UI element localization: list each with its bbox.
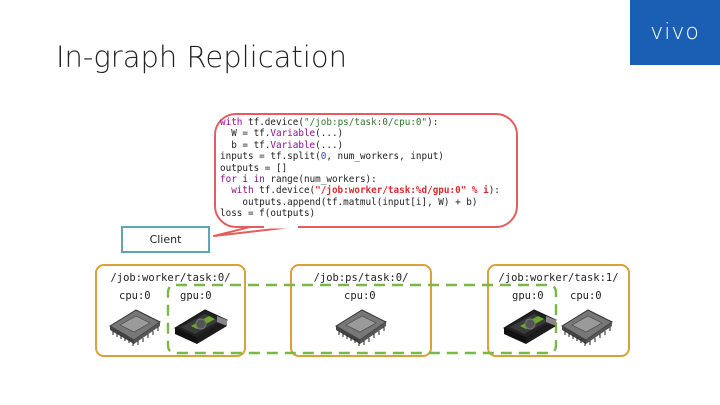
code-token: loss = f(outputs) [220, 208, 316, 220]
code-token: outputs.append(tf.matmul(input[i], W) + … [220, 196, 478, 208]
code-line: b = tf.Variable(...) [220, 140, 500, 151]
code-token: b = tf. [220, 139, 271, 151]
code-token: Variable [270, 139, 316, 151]
worker0-gpu-label: gpu:0 [180, 290, 212, 302]
worker0-cpu-label: cpu:0 [119, 290, 151, 302]
worker1-cpu-label: cpu:0 [570, 290, 602, 302]
job-label: /job:worker/task:1/ [498, 272, 619, 284]
code-token: 0 [320, 151, 327, 163]
code-token: Variable [270, 128, 316, 140]
ps0-cpu-icon [335, 309, 387, 347]
code-token: i [242, 174, 254, 186]
code-token: for [220, 174, 243, 186]
code-line: with tf.device("/job:worker/task:%d/gpu:… [220, 185, 500, 196]
code-token: in [253, 174, 271, 186]
code-token: (...) [315, 128, 344, 140]
code-token: with [220, 185, 260, 197]
code-line: inputs = tf.split(0, num_workers, input) [220, 151, 500, 162]
code-token: (...) [315, 139, 344, 151]
worker0-cpu-icon [109, 309, 161, 347]
code-line: with tf.device("/job:ps/task:0/cpu:0"): [220, 117, 500, 128]
code-token: with [220, 117, 248, 128]
code-token: inputs = tf.split( [220, 151, 321, 163]
logo-text: vivo [650, 20, 700, 45]
worker0-gpu-icon [174, 309, 228, 345]
client-box: Client [121, 226, 210, 253]
code-bubble [214, 113, 518, 228]
code-line: W = tf.Variable(...) [220, 128, 500, 139]
job-label: /job:worker/task:0/ [110, 272, 231, 284]
code-token: ): [488, 185, 500, 197]
worker1-cpu-icon [561, 309, 613, 347]
code-token: tf.device( [259, 185, 316, 197]
code-token: "/job:worker/task:%d/gpu:0" % i [315, 185, 489, 197]
code-token: outputs = [] [220, 162, 288, 174]
vivo-logo: vivo [630, 0, 720, 65]
ps0-cpu-label: cpu:0 [344, 290, 376, 302]
code-block: with tf.device("/job:ps/task:0/cpu:0"): … [220, 117, 500, 220]
code-token: ): [427, 117, 439, 128]
job-label: /job:ps/task:0/ [313, 272, 409, 284]
code-line: outputs.append(tf.matmul(input[i], W) + … [220, 197, 500, 208]
job-worker-task-1: /job:worker/task:1/ [487, 264, 630, 357]
code-token: range(num_workers): [270, 174, 377, 186]
slide-title: In-graph Replication [56, 40, 347, 74]
code-token: , num_workers, input) [326, 151, 444, 163]
job-worker-task-0: /job:worker/task:0/ [95, 264, 246, 357]
code-token: "/job:ps/task:0/cpu:0" [303, 117, 428, 128]
code-token: tf.device( [248, 117, 304, 128]
code-line: outputs = [] [220, 163, 500, 174]
client-label: Client [149, 233, 182, 246]
worker1-gpu-label: gpu:0 [512, 290, 544, 302]
code-token: W = tf. [220, 128, 271, 140]
code-line: for i in range(num_workers): [220, 174, 500, 185]
worker1-gpu-icon [503, 309, 557, 345]
code-line: loss = f(outputs) [220, 208, 500, 219]
